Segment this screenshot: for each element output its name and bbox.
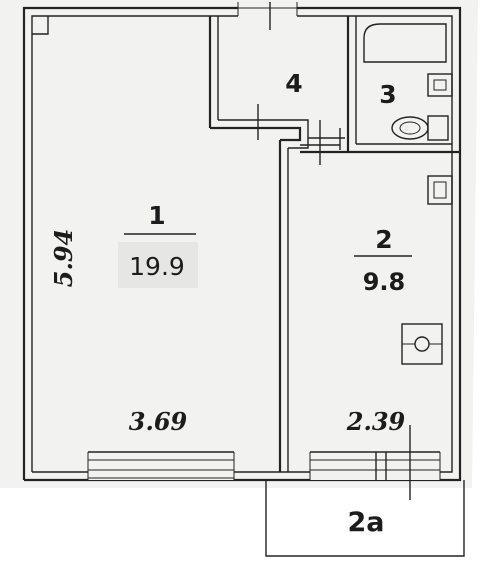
outer-walls xyxy=(22,6,462,482)
stove-icon xyxy=(401,323,443,365)
toilet-icon xyxy=(391,115,449,141)
room1-area: 19.9 xyxy=(129,252,185,281)
room4-number: 4 xyxy=(285,69,302,98)
entrance-door xyxy=(237,2,298,30)
wall-room4 xyxy=(208,16,345,165)
sink-icon xyxy=(427,73,453,97)
balcony-number: 2а xyxy=(347,507,384,538)
room3-number: 3 xyxy=(379,80,396,109)
room2-width-dimension: 2.39 xyxy=(346,407,406,436)
kitchen-sink-icon xyxy=(427,175,453,205)
wall-room1-right xyxy=(278,140,289,472)
room1-area-highlight xyxy=(118,242,198,288)
room1-number: 1 xyxy=(148,201,165,230)
room2-area: 9.8 xyxy=(363,268,406,296)
window-room1 xyxy=(87,450,235,480)
room2-number: 2 xyxy=(375,225,392,254)
bathtub-icon xyxy=(363,23,447,63)
balcony xyxy=(265,480,465,557)
room1-height-dimension: 5.94 xyxy=(49,229,78,287)
window-room2 xyxy=(309,450,441,480)
room1-width-dimension: 3.69 xyxy=(129,407,188,436)
paper-sheet xyxy=(0,0,478,488)
wall-bathroom xyxy=(300,16,460,154)
